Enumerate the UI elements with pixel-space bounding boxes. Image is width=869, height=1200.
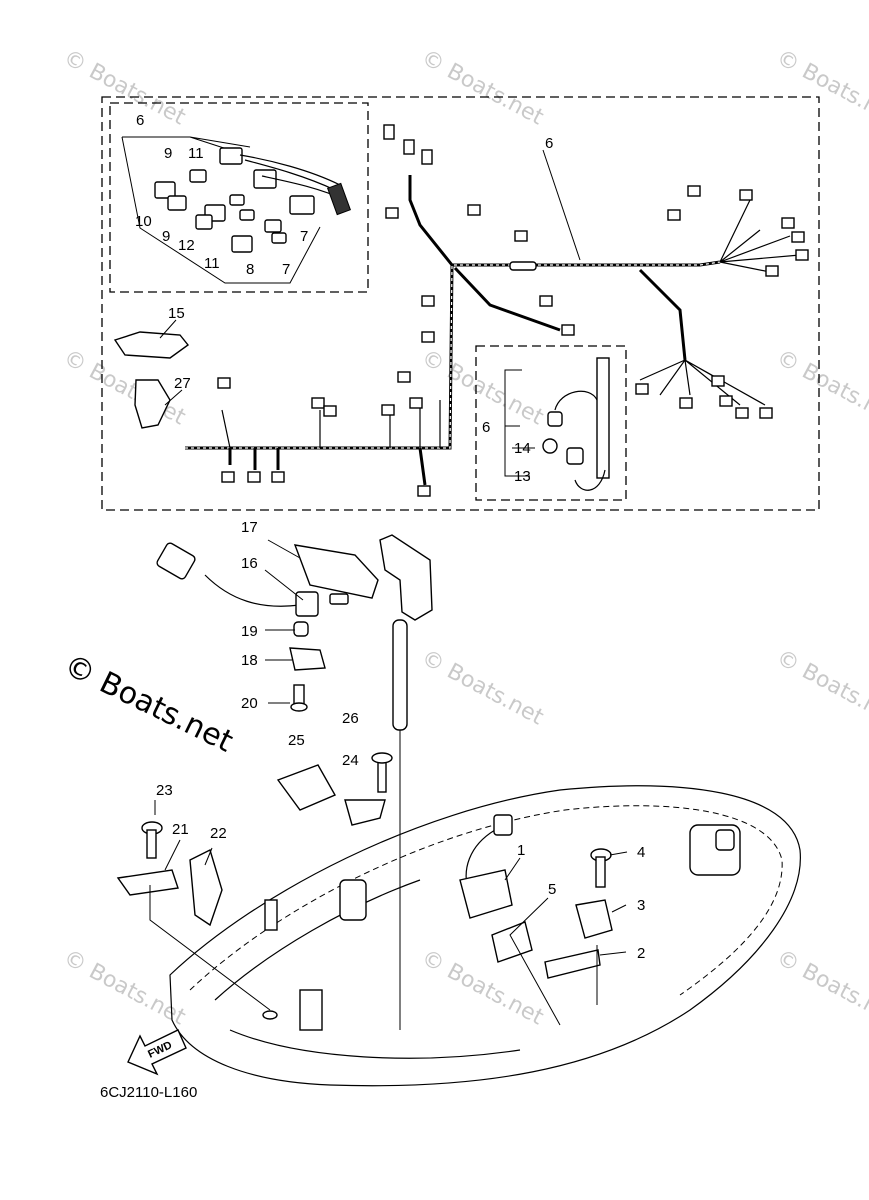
mount-parts: 17 16 19 18 20 26 25 24 [156, 519, 433, 1030]
callout-5: 5 [548, 881, 556, 898]
watermark: © Boats.net [772, 345, 869, 430]
callout-7: 7 [282, 261, 290, 278]
callout-15: 15 [168, 305, 185, 322]
clip-parts: 15 27 [113, 305, 191, 429]
callout-2: 2 [637, 945, 645, 962]
callout-6: 6 [136, 112, 144, 129]
connector-group: 6 9 11 10 9 12 11 8 7 7 [121, 112, 352, 284]
fwd-arrow-icon: FWD [127, 1029, 187, 1076]
watermark: © Boats.net [772, 45, 869, 130]
callout-12: 12 [178, 237, 195, 254]
callout-6: 6 [545, 135, 553, 152]
watermark: © Boats.net [417, 345, 548, 430]
watermark: © Boats.net [772, 945, 869, 1030]
watermark: © Boats.net [417, 945, 548, 1030]
callout-13: 13 [514, 468, 531, 485]
callout-8: 8 [246, 261, 254, 278]
callout-9: 9 [164, 145, 172, 162]
callout-21: 21 [172, 821, 189, 838]
watermark: © Boats.net [59, 45, 190, 130]
callout-26: 26 [342, 710, 359, 727]
callout-11: 11 [204, 255, 220, 272]
diagram-code: 6CJ2110-L160 [100, 1084, 197, 1101]
callout-9: 9 [162, 228, 170, 245]
callout-25: 25 [288, 732, 305, 749]
sensor-group: 6 14 13 [482, 357, 610, 491]
callout-22: 22 [210, 825, 227, 842]
callout-23: 23 [156, 782, 173, 799]
main-wire-harness: 6 [185, 124, 809, 497]
watermark: © Boats.net [772, 645, 869, 730]
lower-right-parts: 1 5 4 3 2 [459, 814, 645, 1026]
callout-20: 20 [241, 695, 258, 712]
callout-4: 4 [637, 844, 645, 861]
watermark: © Boats.net [417, 645, 548, 730]
callout-6: 6 [482, 419, 490, 436]
callout-18: 18 [241, 652, 258, 669]
callout-1: 1 [517, 842, 525, 859]
callout-3: 3 [637, 897, 645, 914]
callout-19: 19 [241, 623, 258, 640]
sensor-detail-box [475, 345, 627, 501]
connector-detail-box [109, 102, 369, 293]
callout-27: 27 [174, 375, 191, 392]
callout-17: 17 [241, 519, 258, 536]
callout-14: 14 [514, 440, 531, 457]
callout-16: 16 [241, 555, 258, 572]
callout-7: 7 [300, 228, 308, 245]
lower-left-parts: 23 21 22 [116, 782, 271, 1011]
watermark: © Boats.net [417, 45, 548, 130]
callout-11: 11 [188, 145, 204, 162]
bottom-cowling [169, 785, 801, 1087]
wire-harness-group-box [101, 96, 820, 511]
boats-net-logo: © Boats.net [58, 648, 238, 760]
callout-10: 10 [135, 213, 152, 230]
callout-24: 24 [342, 752, 359, 769]
